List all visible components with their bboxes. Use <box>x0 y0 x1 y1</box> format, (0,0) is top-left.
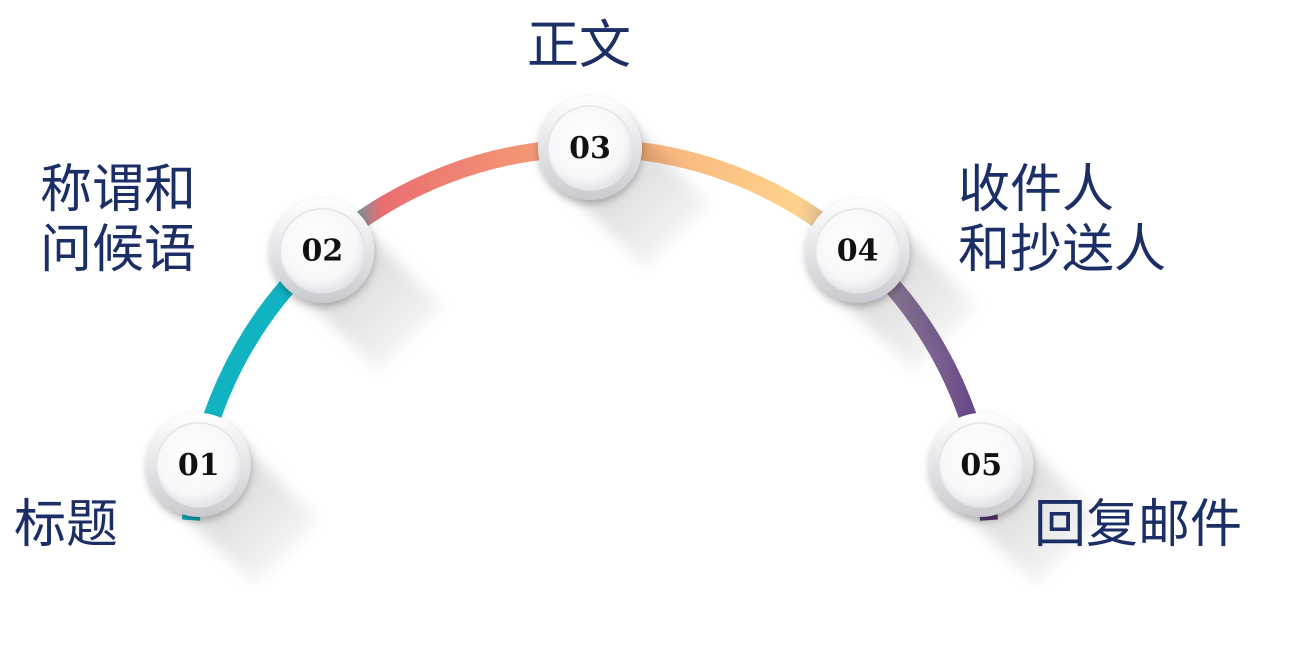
step-label-04: 收件人和抄送人 <box>958 160 1166 280</box>
step-label-line: 正文 <box>527 16 632 76</box>
step-label-line: 回复邮件 <box>1034 495 1243 555</box>
step-label-line: 问候语 <box>40 220 197 280</box>
step-number: 05 <box>960 448 1002 483</box>
step-node-05: 05 <box>929 412 1101 585</box>
step-label-05: 回复邮件 <box>1034 495 1242 555</box>
node-inner-disc <box>938 422 1025 508</box>
step-label-02: 称谓和问候语 <box>40 160 196 280</box>
step-label-line: 和抄送人 <box>958 220 1167 280</box>
step-node-02: 02 <box>270 198 442 371</box>
step-label-line: 标题 <box>14 495 119 555</box>
step-label-line: 称谓和 <box>40 160 197 220</box>
step-node-04: 04 <box>805 198 978 371</box>
node-inner-disc <box>279 207 366 294</box>
step-number: 02 <box>301 234 343 269</box>
step-node-01: 01 <box>146 412 319 585</box>
node-inner-disc <box>814 207 901 294</box>
step-number: 01 <box>178 448 220 483</box>
step-label-line: 收件人 <box>958 160 1115 220</box>
node-inner-disc <box>547 105 633 191</box>
step-node-03: 03 <box>538 96 710 268</box>
step-label-01: 标题 <box>14 495 118 555</box>
step-number: 03 <box>569 131 611 166</box>
node-inner-disc <box>155 422 242 508</box>
step-number: 04 <box>837 234 879 269</box>
step-label-03: 正文 <box>527 16 631 76</box>
